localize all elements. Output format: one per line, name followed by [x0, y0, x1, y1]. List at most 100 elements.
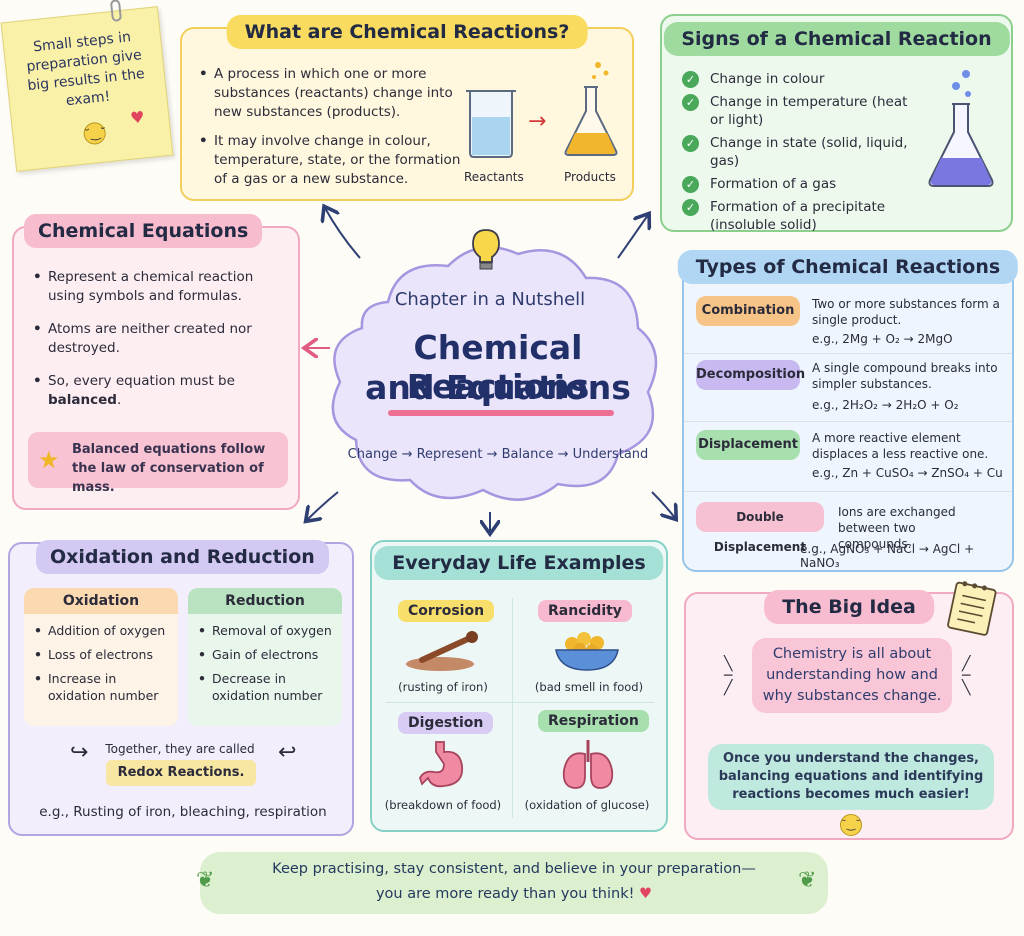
- lungs-icon: [558, 736, 618, 792]
- star-icon: ★: [38, 446, 60, 474]
- everyday-panel: Everyday Life Examples Corrosion (rustin…: [370, 540, 668, 832]
- divider-horizontal: [386, 702, 654, 703]
- leaf-right-icon: ❦: [798, 868, 817, 893]
- type-eg: e.g., 2Mg + O₂ → 2MgO: [812, 332, 953, 346]
- reduction-item: Removal of oxygen: [196, 622, 334, 639]
- check-icon: ✓: [682, 199, 699, 216]
- what-bullets: A process in which one or more substance…: [196, 65, 466, 199]
- caption-corrosion: (rusting of iron): [398, 680, 488, 694]
- flask-yellow-icon: [564, 62, 618, 156]
- caption-respiration: (oxidation of glucose): [524, 798, 650, 812]
- pin-icon: [109, 0, 123, 23]
- equations-title: Chemical Equations: [24, 214, 263, 248]
- heart-icon: ♥: [129, 107, 146, 128]
- center-underline: [388, 410, 614, 416]
- beaker-icon: [466, 90, 516, 158]
- type-name: Double Displacement: [696, 502, 824, 554]
- reaction-arrow-icon: →: [528, 109, 547, 134]
- caption-rancidity: (bad smell in food): [534, 680, 644, 694]
- chemical-equations-panel: Chemical Equations Represent a chemical …: [12, 214, 300, 510]
- oxidation-item: Addition of oxygen: [32, 622, 170, 639]
- center-cloud: [331, 246, 658, 501]
- what-are-reactions-panel: What are Chemical Reactions? A process i…: [180, 15, 634, 201]
- big-idea-panel: The Big Idea ╲─╱ ╱─╲ Chemistry is all ab…: [684, 581, 1014, 840]
- equations-bullet: So, every equation must be balanced.: [30, 372, 280, 410]
- check-icon: ✓: [682, 176, 699, 193]
- redox-panel: Oxidation and Reduction Oxidation Additi…: [8, 540, 354, 836]
- type-row-displacement: Displacement A more reactive element dis…: [684, 428, 1012, 492]
- example-rancidity: Rancidity: [538, 600, 632, 622]
- example-respiration: Respiration: [538, 710, 649, 732]
- sticky-note: Small steps in preparation give big resu…: [0, 0, 174, 172]
- type-name: Displacement: [696, 430, 800, 460]
- divider-vertical: [512, 598, 513, 818]
- reduction-head: Reduction: [188, 588, 342, 614]
- type-row-combination: Combination Two or more substances form …: [684, 294, 1012, 354]
- sign-item: ✓Formation of a precipitate (insoluble s…: [682, 198, 922, 234]
- heart-icon: ♥: [639, 886, 653, 902]
- type-row-double-displacement: Double Displacement Ions are exchanged b…: [684, 502, 1012, 570]
- rusty-nail-icon: [400, 630, 490, 674]
- signs-panel: Signs of a Chemical Reaction ✓Change in …: [660, 14, 1013, 233]
- sign-item: ✓Change in colour: [682, 70, 922, 88]
- center-title-line1: Chemical Reactions: [406, 328, 590, 406]
- example-digestion: Digestion: [398, 712, 494, 734]
- check-icon: ✓: [682, 71, 699, 88]
- footer-banner: ❦ ❦ Keep practising, stay consistent, an…: [196, 852, 828, 914]
- reduction-list: Removal of oxygen Gain of electrons Decr…: [188, 614, 342, 704]
- type-name: Decomposition: [696, 360, 805, 390]
- example-corrosion: Corrosion: [398, 600, 495, 622]
- signs-list: ✓Change in colour ✓Change in temperature…: [682, 70, 922, 239]
- conservation-note-text: Balanced equations follow the law of con…: [72, 442, 266, 495]
- flask-blue-icon: [928, 70, 994, 187]
- type-desc: Two or more substances form a single pro…: [812, 297, 1000, 327]
- food-bowl-icon: [552, 628, 622, 674]
- type-desc: A single compound breaks into simpler su…: [812, 361, 998, 391]
- redox-title: Oxidation and Reduction: [36, 540, 329, 574]
- type-eg: e.g., AgNO₃ + NaCl → AgCl + NaNO₃: [800, 542, 975, 570]
- center-flow: Change → Represent → Balance → Understan…: [347, 447, 649, 462]
- big-idea-note: Once you understand the changes, balanci…: [708, 744, 994, 810]
- redox-example: e.g., Rusting of iron, bleaching, respir…: [39, 804, 327, 820]
- redox-label: Redox Reactions.: [106, 760, 256, 786]
- center-title-line2: and Equations: [365, 368, 631, 407]
- type-row-decomposition: Decomposition A single compound breaks i…: [684, 358, 1012, 422]
- big-idea-statement: Chemistry is all about understanding how…: [752, 638, 952, 713]
- type-desc: Ions are exchanged between two compounds…: [838, 505, 956, 551]
- sign-item: ✓Change in temperature (heat or light): [682, 93, 922, 129]
- reduction-item: Decrease in oxidation number: [196, 670, 334, 704]
- leaf-left-icon: ❦: [196, 868, 215, 893]
- reactants-label: Reactants: [464, 170, 524, 184]
- sign-item: ✓Change in state (solid, liquid, gas): [682, 134, 922, 170]
- sign-item: ✓Formation of a gas: [682, 175, 922, 193]
- oxidation-box: Oxidation Addition of oxygen Loss of ele…: [24, 588, 178, 726]
- oxidation-list: Addition of oxygen Loss of electrons Inc…: [24, 614, 178, 704]
- equations-bullet: Represent a chemical reaction using symb…: [30, 268, 280, 306]
- signs-title: Signs of a Chemical Reaction: [663, 22, 1010, 56]
- caption-digestion: (breakdown of food): [384, 798, 502, 812]
- conservation-note: ★ Balanced equations follow the law of c…: [28, 432, 288, 495]
- curved-arrow-right-icon: ↩: [278, 740, 297, 765]
- reduction-item: Gain of electrons: [196, 646, 334, 663]
- equations-bullet: Atoms are neither created nor destroyed.: [30, 320, 280, 358]
- type-eg: e.g., Zn + CuSO₄ → ZnSO₄ + Cu: [812, 466, 1003, 480]
- sparkle-right-icon: ╱─╲: [962, 656, 971, 696]
- check-icon: ✓: [682, 94, 699, 111]
- check-icon: ✓: [682, 135, 699, 152]
- footer-line2: you are more ready than you think! ♥: [200, 886, 828, 902]
- curved-arrow-left-icon: ↪: [70, 740, 89, 765]
- center-subtitle: Chapter in a Nutshell: [394, 289, 586, 310]
- equations-bullets: Represent a chemical reaction using symb…: [30, 268, 280, 420]
- type-eg: e.g., 2H₂O₂ → 2H₂O + O₂: [812, 398, 959, 412]
- types-panel: Types of Chemical Reactions Combination …: [677, 250, 1019, 572]
- footer-line2-text: you are more ready than you think!: [375, 886, 635, 902]
- reduction-box: Reduction Removal of oxygen Gain of elec…: [188, 588, 342, 726]
- what-bullet: It may involve change in colour, tempera…: [196, 132, 466, 189]
- everyday-title: Everyday Life Examples: [374, 546, 664, 580]
- sparkle-left-icon: ╲─╱: [724, 656, 733, 696]
- footer-line1: Keep practising, stay consistent, and be…: [272, 861, 756, 877]
- lightbulb-icon: [469, 222, 500, 272]
- smiley-icon: ˘‿˘: [840, 814, 862, 836]
- what-title: What are Chemical Reactions?: [226, 15, 588, 49]
- types-title: Types of Chemical Reactions: [677, 250, 1019, 284]
